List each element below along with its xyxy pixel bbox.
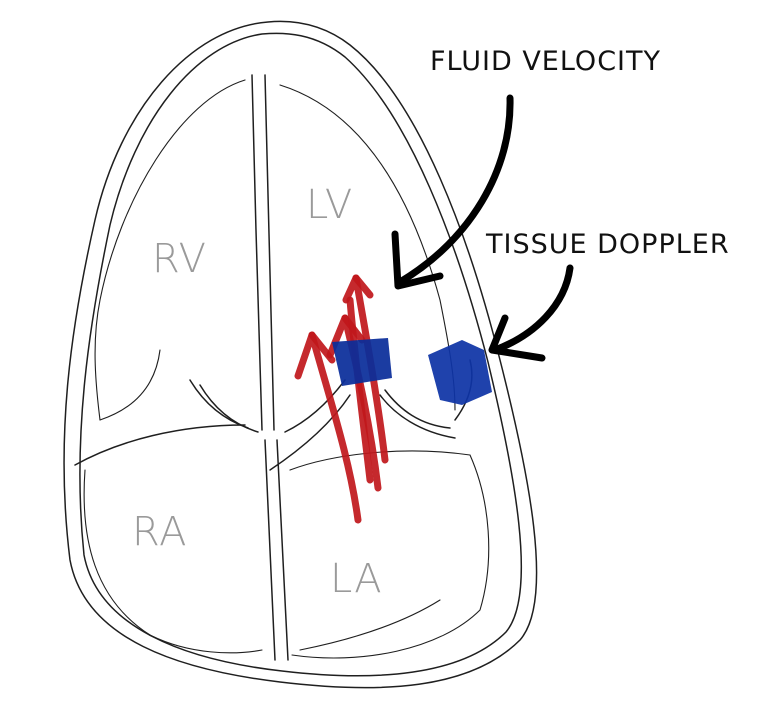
fluid-velocity-label: FLUID VELOCITY <box>430 46 661 77</box>
tissue-doppler-label: TISSUE DOPPLER <box>485 229 730 260</box>
lv-label: LV <box>306 182 353 228</box>
sample-volumes <box>332 338 492 405</box>
chamber-walls <box>74 74 490 661</box>
tissue-sample-volume <box>428 340 492 405</box>
flow-arrow-3-head <box>352 274 374 299</box>
flow-arrow-4 <box>346 296 374 484</box>
rv-label: RV <box>152 236 207 282</box>
flow-sample-volume <box>332 338 392 386</box>
flow-arrows <box>294 274 389 524</box>
heart-outline <box>63 20 538 689</box>
ra-label: RA <box>132 509 188 555</box>
la-label: LA <box>330 556 383 602</box>
tissue-doppler-arrow <box>488 264 574 362</box>
flow-arrow-1 <box>294 331 362 524</box>
fluid-velocity-arrow <box>391 94 514 290</box>
